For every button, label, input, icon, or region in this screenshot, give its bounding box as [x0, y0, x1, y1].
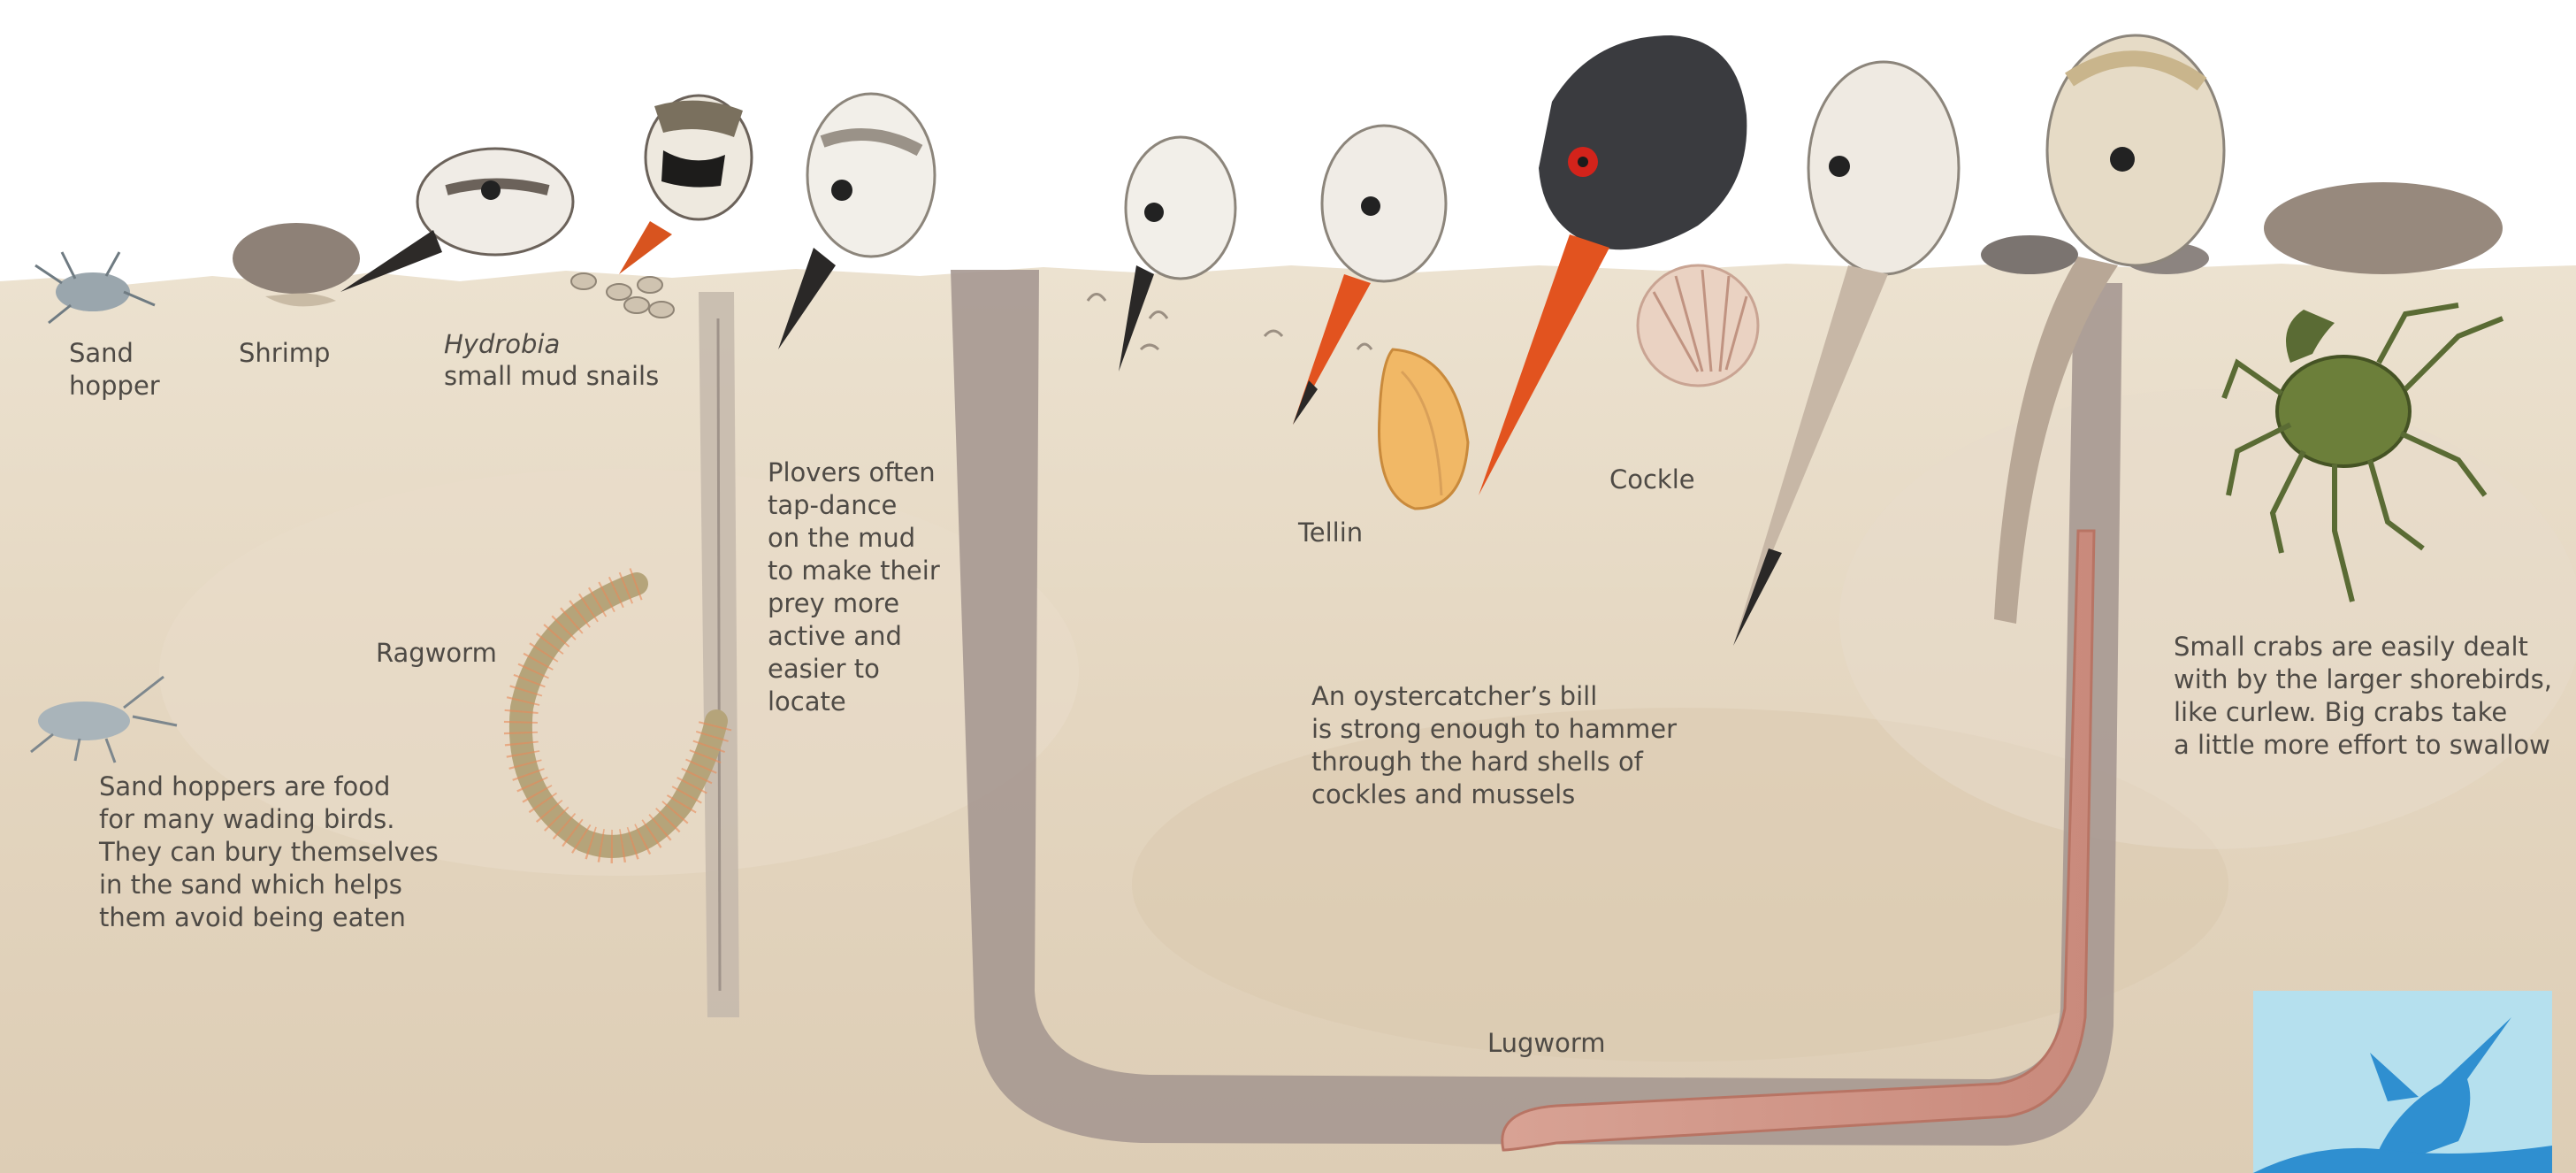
hydrobia-description: small mud snails [444, 360, 659, 393]
hydrobia-label: Hydrobia [444, 328, 560, 361]
cockle-shell [1638, 265, 1758, 386]
sand-wash [1839, 389, 2576, 849]
shrimp-label: Shrimp [239, 337, 330, 370]
plover-note: Plovers often tap-dance on the mud to ma… [768, 456, 940, 718]
lugworm-cast [1981, 235, 2078, 274]
ragworm-label: Ragworm [376, 637, 497, 670]
shrimp-stone [233, 223, 360, 294]
ragworm-burrow-line [718, 318, 720, 991]
sand-hopper-note: Sand hoppers are food for many wading bi… [99, 770, 439, 934]
tellin-label: Tellin [1298, 517, 1363, 549]
stone [2264, 182, 2503, 274]
sand-hopper-label: Sand hopper [69, 337, 160, 402]
oystercatcher-note: An oystercatcher’s bill is strong enough… [1311, 680, 1677, 811]
cockle-label: Cockle [1609, 464, 1695, 496]
logo [2253, 991, 2552, 1173]
bird-head-2 [619, 96, 752, 274]
lugworm-label: Lugworm [1487, 1027, 1606, 1060]
bird-head-1 [340, 149, 573, 292]
crab-note: Small crabs are easily dealt with by the… [2174, 631, 2552, 762]
